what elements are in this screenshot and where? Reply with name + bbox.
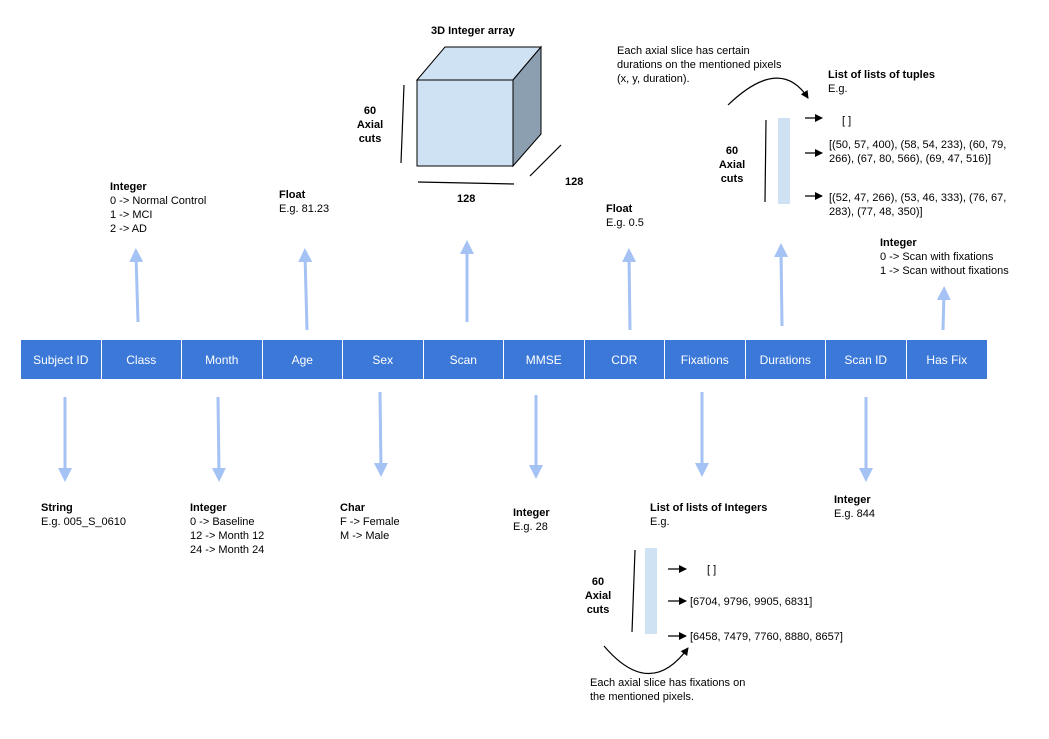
class-value-0: 0 -> Normal Control bbox=[110, 195, 207, 207]
fixations-example: E.g. bbox=[650, 516, 670, 528]
has-fix-value-0: 0 -> Scan with fixations bbox=[880, 251, 994, 263]
arrow-up-cdr bbox=[622, 248, 637, 331]
durations-note-curve bbox=[727, 77, 809, 106]
cube-height-dimension-line bbox=[400, 84, 405, 164]
month-value-1: 12 -> Month 12 bbox=[190, 530, 265, 542]
subject-id-example: E.g. 005_S_0610 bbox=[41, 516, 127, 528]
fixations-row-3: [6458, 7479, 7760, 8880, 8657] bbox=[690, 631, 843, 643]
sex-value-0: F -> Female bbox=[340, 516, 400, 528]
field-age: Age bbox=[262, 340, 343, 379]
fixations-row-1: [ ] bbox=[707, 564, 717, 576]
durations-note: Each axial slice has certain durations o… bbox=[617, 45, 782, 85]
arrow-down-sex bbox=[373, 391, 388, 477]
field-mmse: MMSE bbox=[504, 340, 585, 379]
month-type-label: Integer bbox=[190, 502, 227, 514]
subject-id-type-label: String bbox=[41, 502, 73, 514]
fixations-slice-stack bbox=[603, 548, 689, 674]
field-has-fix: Has Fix bbox=[906, 340, 987, 379]
durations-cuts-line bbox=[764, 119, 767, 203]
field-subject-id: Subject ID bbox=[21, 340, 102, 379]
cube-width-dimension-line bbox=[417, 181, 515, 185]
field-bar: Subject ID Class Month Age Sex Scan MMSE… bbox=[21, 340, 987, 379]
scan-dimension-width: 128 bbox=[457, 193, 476, 205]
age-example: E.g. 81.23 bbox=[279, 203, 330, 215]
durations-cuts-label: 60 Axial cuts bbox=[718, 145, 746, 185]
scan-cuts-label: 60 Axial cuts bbox=[356, 105, 384, 145]
fixations-row-2: [6704, 9796, 9905, 6831] bbox=[690, 596, 813, 608]
durations-example: E.g. bbox=[828, 83, 848, 95]
durations-type-label: List of lists of tuples bbox=[828, 69, 935, 81]
cube-depth-dimension-line bbox=[529, 144, 562, 177]
durations-slice-bar bbox=[778, 118, 790, 204]
arrow-down-month bbox=[211, 396, 226, 482]
scan-title: 3D Integer array bbox=[431, 25, 515, 37]
durations-slice-stack bbox=[727, 77, 823, 204]
cdr-example: E.g. 0.5 bbox=[606, 217, 644, 229]
mmse-type-label: Integer bbox=[513, 507, 550, 519]
fixations-note: Each axial slice has fixations on the me… bbox=[590, 677, 746, 703]
fixations-note-curve bbox=[603, 645, 689, 674]
durations-row-3: [(52, 47, 266), (53, 46, 333), (76, 67, … bbox=[829, 192, 1007, 218]
cube-3d-integer-array bbox=[400, 45, 562, 185]
arrow-up-age bbox=[298, 248, 313, 331]
field-scan: Scan bbox=[423, 340, 504, 379]
fixations-cuts-label: 60 Axial cuts bbox=[584, 576, 612, 616]
sex-type-label: Char bbox=[340, 502, 366, 514]
sex-value-1: M -> Male bbox=[340, 530, 390, 542]
fixations-slice-bar bbox=[645, 548, 657, 634]
field-fixations: Fixations bbox=[665, 340, 746, 379]
class-type-label: Integer bbox=[110, 181, 147, 193]
class-value-1: 1 -> MCI bbox=[110, 209, 153, 221]
cdr-type-label: Float bbox=[606, 203, 633, 215]
has-fix-type-label: Integer bbox=[880, 237, 917, 249]
class-value-2: 2 -> AD bbox=[110, 223, 147, 235]
arrow-up-class bbox=[129, 248, 144, 323]
field-sex: Sex bbox=[343, 340, 424, 379]
field-scan-id: Scan ID bbox=[826, 340, 907, 379]
fixations-type-label: List of lists of Integers bbox=[650, 502, 768, 514]
has-fix-value-1: 1 -> Scan without fixations bbox=[880, 265, 1009, 277]
month-value-2: 24 -> Month 24 bbox=[190, 544, 265, 556]
scan-dimension-depth: 128 bbox=[565, 176, 584, 188]
month-value-0: 0 -> Baseline bbox=[190, 516, 255, 528]
cube-front-face bbox=[416, 79, 514, 167]
scan-id-type-label: Integer bbox=[834, 494, 871, 506]
fixations-cuts-line bbox=[631, 549, 636, 633]
arrow-up-has-fix bbox=[936, 286, 951, 331]
scan-id-example: E.g. 844 bbox=[834, 508, 875, 520]
field-class: Class bbox=[101, 340, 182, 379]
durations-row-2: [(50, 57, 400), (58, 54, 233), (60, 79, … bbox=[829, 139, 1007, 165]
field-month: Month bbox=[182, 340, 263, 379]
durations-row-1: [ ] bbox=[842, 115, 852, 127]
mmse-example: E.g. 28 bbox=[513, 521, 548, 533]
field-cdr: CDR bbox=[584, 340, 665, 379]
field-durations: Durations bbox=[745, 340, 826, 379]
age-type-label: Float bbox=[279, 189, 306, 201]
arrow-up-durations bbox=[774, 243, 789, 327]
